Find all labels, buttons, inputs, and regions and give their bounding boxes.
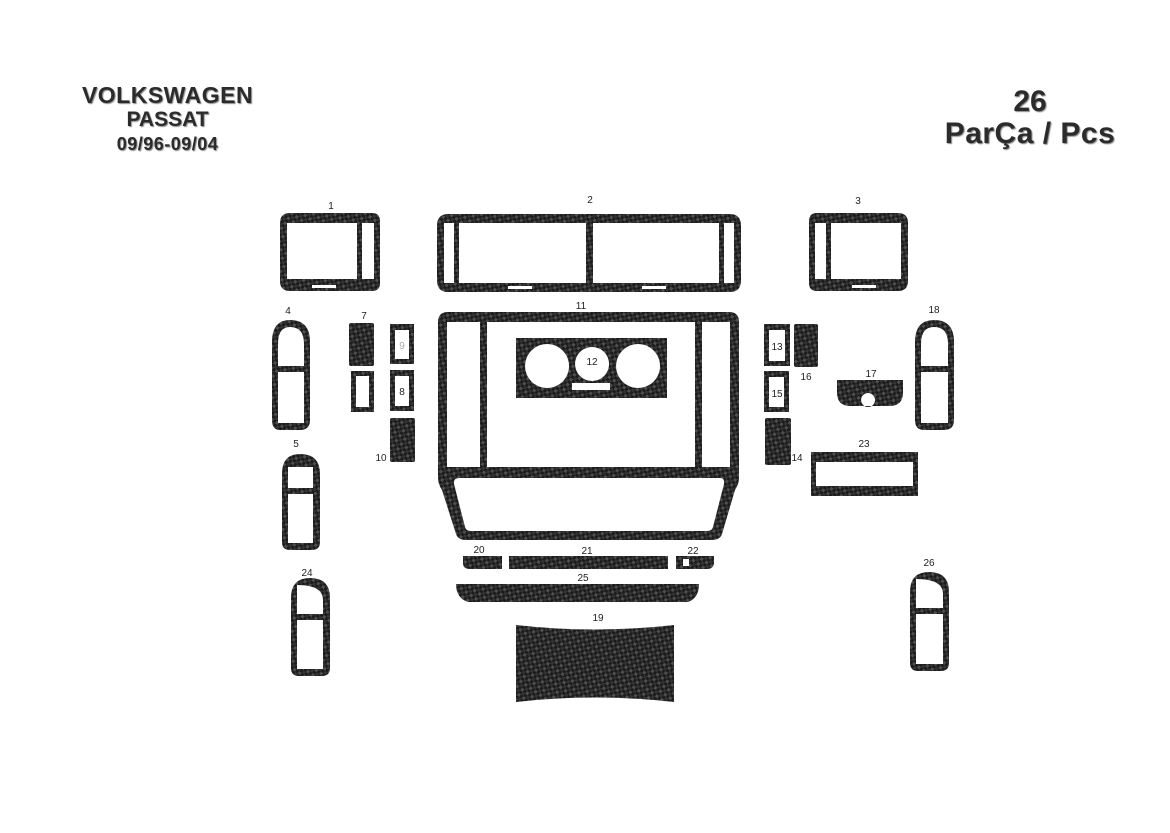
part-21 xyxy=(509,556,668,569)
part-4 xyxy=(272,320,310,430)
part-label-7: 7 xyxy=(361,311,367,322)
part-label-20: 20 xyxy=(473,545,485,556)
part-1 xyxy=(280,213,380,291)
part-19 xyxy=(516,625,674,702)
part-label-19: 19 xyxy=(592,613,604,624)
part-14 xyxy=(765,418,791,465)
part-7 xyxy=(349,323,374,366)
model-years: 09/96-09/04 xyxy=(116,134,219,154)
part-16 xyxy=(794,324,818,367)
brand-name: VOLKSWAGEN xyxy=(81,82,254,108)
part-10 xyxy=(390,418,415,462)
part-23 xyxy=(811,452,918,496)
part-label-14: 14 xyxy=(791,453,803,464)
part-label-21: 21 xyxy=(581,546,593,557)
part-label-2: 2 xyxy=(587,195,593,206)
brand-block: VOLKSWAGEN PASSAT 09/96-09/04 xyxy=(60,82,275,155)
part-label-9: 9 xyxy=(399,341,405,352)
piece-count: 26 xyxy=(1013,85,1047,118)
part-8 xyxy=(390,370,414,411)
part-22 xyxy=(676,556,714,569)
part-label-13: 13 xyxy=(771,342,783,353)
part-label-15: 15 xyxy=(771,389,783,400)
part-label-23: 23 xyxy=(858,439,870,450)
part-15 xyxy=(764,371,789,412)
part-24 xyxy=(291,578,330,676)
part-label-18: 18 xyxy=(928,305,940,316)
part-12 xyxy=(516,338,667,398)
part-9 xyxy=(390,324,414,364)
part-13 xyxy=(764,324,790,366)
part-label-12: 12 xyxy=(586,357,598,368)
part-label-3: 3 xyxy=(855,196,861,207)
part-label-16: 16 xyxy=(800,372,812,383)
part-label-4: 4 xyxy=(285,306,291,317)
part-label-17: 17 xyxy=(865,369,877,380)
part-20 xyxy=(463,556,502,569)
part-17 xyxy=(837,380,903,407)
piece-unit: ParÇa / Pcs xyxy=(944,117,1116,150)
part-18 xyxy=(915,320,954,430)
part-26 xyxy=(910,572,949,671)
part-label-26: 26 xyxy=(923,558,935,569)
part-label-1: 1 xyxy=(328,201,334,212)
piece-count-block: 26 ParÇa / Pcs xyxy=(920,86,1140,150)
part-label-8: 8 xyxy=(399,387,405,398)
part-5 xyxy=(282,454,320,550)
part-label-11: 11 xyxy=(576,301,587,312)
part-label-22: 22 xyxy=(687,546,699,557)
part-2 xyxy=(437,214,741,292)
part-label-25: 25 xyxy=(577,573,589,584)
part-label-24: 24 xyxy=(301,568,313,579)
part-25 xyxy=(456,584,699,602)
model-name: PASSAT xyxy=(126,108,209,131)
part-3 xyxy=(809,213,908,291)
part-6 xyxy=(351,371,374,412)
part-label-6: 6 xyxy=(359,386,365,397)
part-label-5: 5 xyxy=(293,439,299,450)
part-label-10: 10 xyxy=(375,453,387,464)
